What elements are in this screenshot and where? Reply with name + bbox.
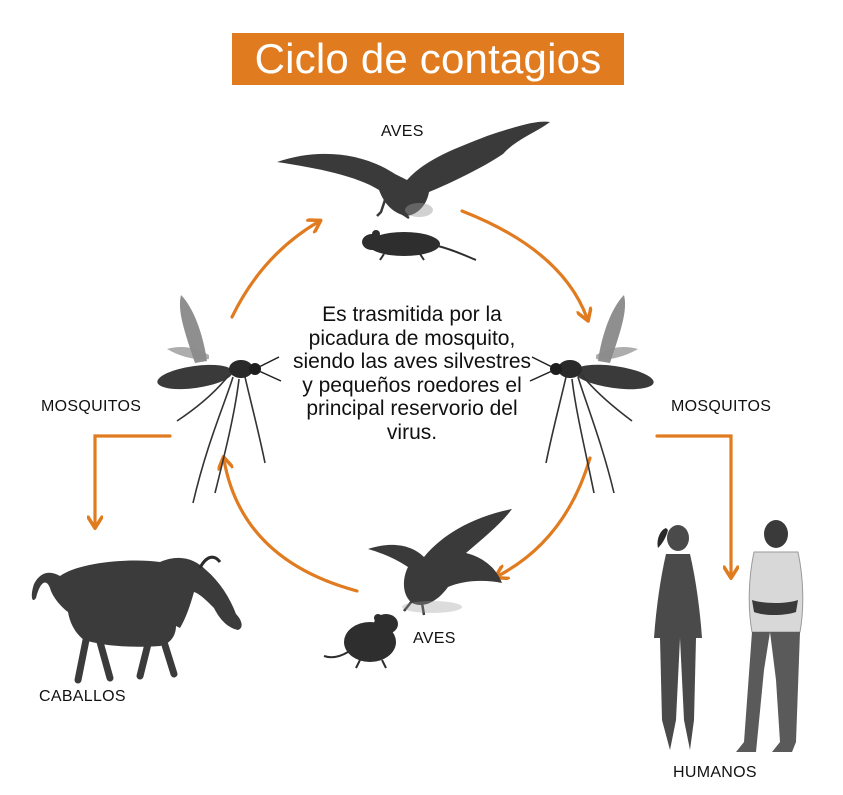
center-description: Es trasmitida por la picadura de mosquit… (292, 303, 532, 444)
rat-icon (362, 230, 477, 261)
people-icon (654, 520, 804, 752)
mosquito-icon (529, 295, 654, 494)
title-banner: Ciclo de contagios (232, 33, 624, 85)
arrow-icon (655, 434, 731, 575)
label-aves-bottom: AVES (413, 630, 456, 647)
eagle-icon (277, 121, 550, 220)
title: Ciclo de contagios (254, 35, 602, 82)
arrow-icon (460, 209, 587, 318)
eagle-icon (368, 509, 512, 616)
horse-icon (31, 555, 242, 684)
rat-icon (323, 614, 398, 669)
arrow-icon (224, 460, 359, 593)
label-aves-top: AVES (381, 123, 424, 140)
label-humanos: HUMANOS (673, 764, 757, 781)
mosquito-icon (157, 295, 282, 504)
label-mosquitos-left: MOSQUITOS (41, 398, 142, 415)
label-caballos: CABALLOS (39, 688, 126, 705)
arrow-icon (498, 456, 592, 576)
label-mosquitos-right: MOSQUITOS (671, 398, 772, 415)
arrow-icon (95, 434, 172, 525)
arrow-icon (230, 222, 318, 319)
cycle-arrows (95, 209, 731, 593)
